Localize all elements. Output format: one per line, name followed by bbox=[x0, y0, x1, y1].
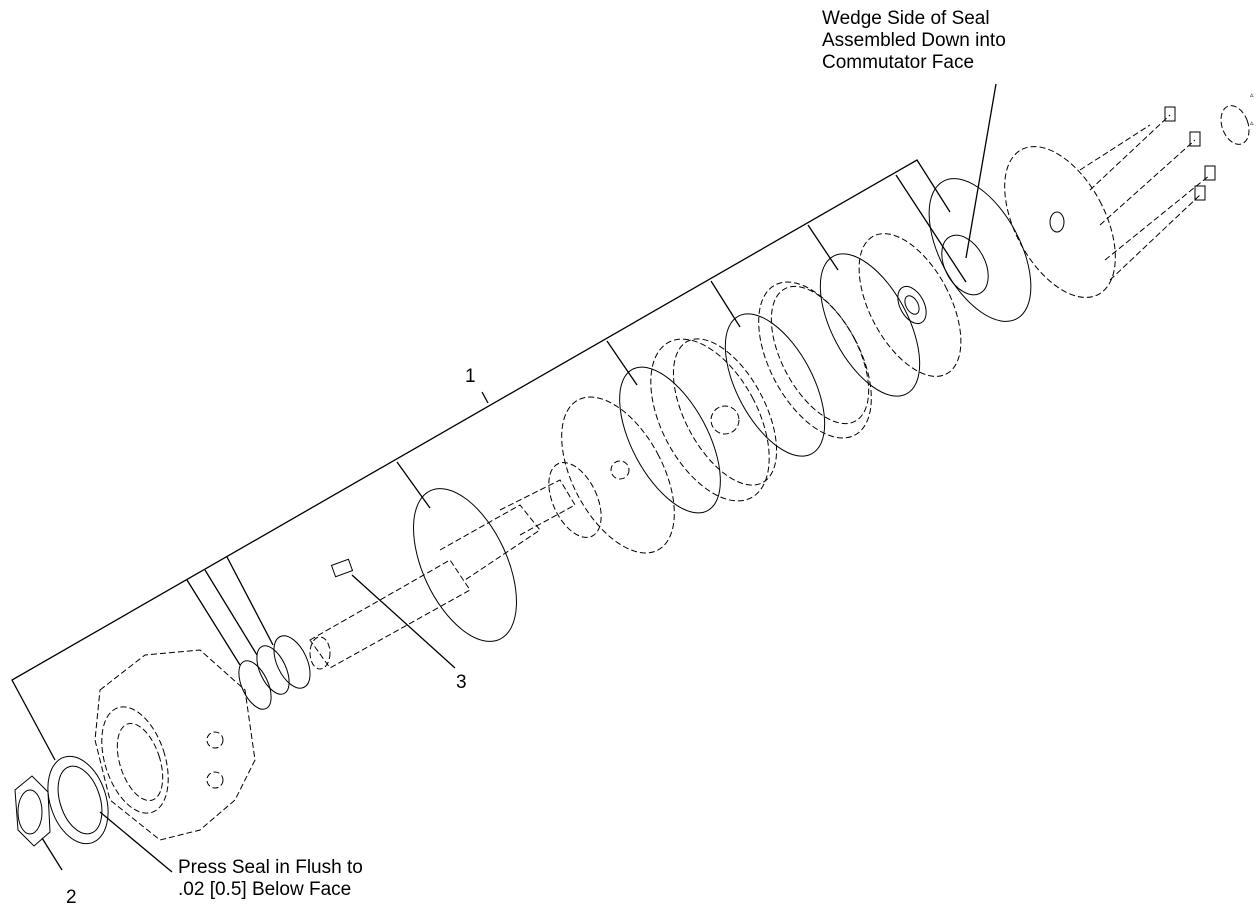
shaft-o-ring bbox=[413, 488, 517, 642]
shaft-seal bbox=[47, 755, 109, 845]
leader-wedge-seal bbox=[965, 83, 997, 259]
note-wedge-line-2: Assembled Down into bbox=[822, 30, 1006, 51]
bolts bbox=[1079, 106, 1216, 281]
o-ring-5 bbox=[928, 178, 1032, 322]
callout-item-1: 1 bbox=[465, 366, 476, 387]
callout-item-2: 2 bbox=[66, 887, 77, 908]
commutator bbox=[858, 233, 962, 377]
leader-item-3 bbox=[351, 574, 456, 669]
motor-housing bbox=[94, 649, 256, 841]
valve-plate bbox=[758, 281, 872, 439]
drive-screw-2: ▵ bbox=[1250, 120, 1254, 127]
thrust-bearing bbox=[548, 462, 602, 538]
o-ring-2 bbox=[619, 366, 721, 514]
name-plate bbox=[1220, 105, 1250, 145]
leader-press-seal bbox=[99, 811, 173, 873]
wear-plate bbox=[561, 396, 675, 554]
commutator-seal bbox=[941, 234, 989, 296]
callout-item-3: 3 bbox=[456, 672, 467, 693]
hex-nut bbox=[14, 775, 51, 847]
rotor-set bbox=[650, 338, 778, 502]
drive-screw-1: ▵ bbox=[1250, 92, 1254, 99]
end-cap bbox=[1004, 146, 1116, 298]
note-press-line-2: .02 [0.5] Below Face bbox=[178, 879, 352, 900]
note-wedge-line-1: Wedge Side of Seal bbox=[822, 8, 990, 29]
item-1-bracket bbox=[11, 159, 967, 761]
shaft-key bbox=[330, 558, 354, 578]
note-press-seal: Press Seal in Flush to.02 [0.5] Below Fa… bbox=[178, 857, 363, 901]
note-wedge-line-3: Commutator Face bbox=[822, 52, 975, 73]
o-ring-4 bbox=[819, 253, 921, 397]
output-shaft bbox=[309, 479, 576, 670]
note-press-line-1: Press Seal in Flush to bbox=[178, 857, 363, 878]
seal-rings bbox=[238, 635, 311, 710]
leader-item-2 bbox=[41, 837, 63, 871]
o-ring-3 bbox=[724, 313, 826, 457]
